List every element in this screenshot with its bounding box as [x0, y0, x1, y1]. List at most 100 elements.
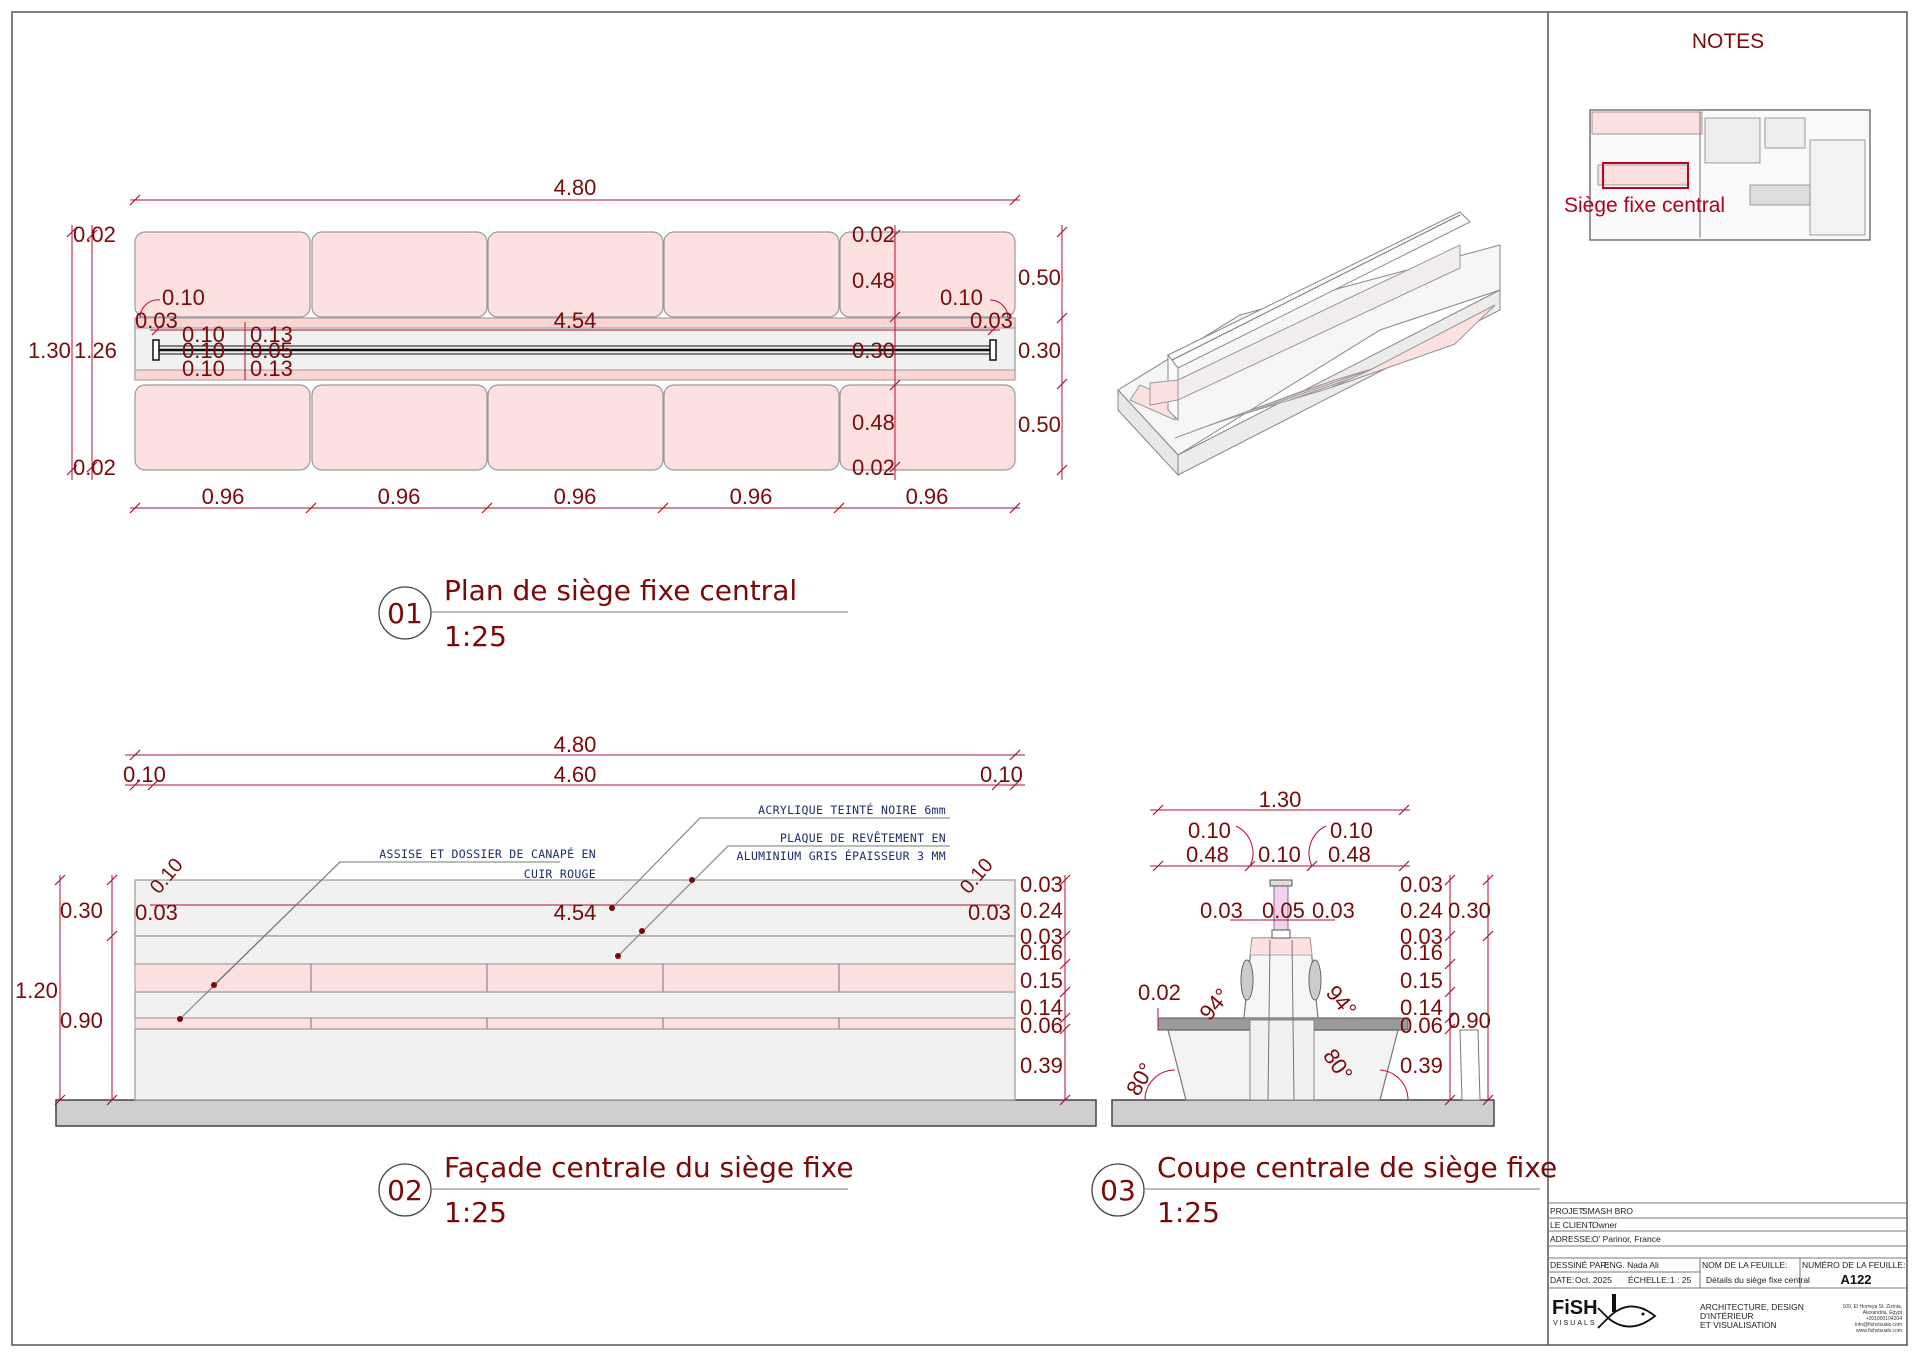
tb-sheet-number-label: NUMÉRO DE LA FEUILLE:	[1802, 1260, 1905, 1270]
section-dim-seat-right: 0.48	[1328, 842, 1371, 867]
tb-drawn-label: DESSINÉ PAR:	[1550, 1260, 1609, 1270]
plan-dim-rail-offset-right: 0.03	[970, 308, 1013, 333]
facade-stack-4: 0.16	[1020, 940, 1063, 965]
view-title-01: 01 Plan de siège fixe central 1:25	[378, 574, 848, 653]
section-stack-3: 0.03	[1400, 924, 1443, 949]
plan-dim-edge-right-bottom: 0.02	[852, 455, 895, 480]
view-title-02: 02 Façade centrale du siège fixe 1:25	[378, 1151, 854, 1229]
plan-dim-stack-e: 0.05	[250, 338, 293, 363]
view-number-02: 02	[387, 1174, 423, 1207]
plan-dim-seat-top: 0.48	[852, 268, 895, 293]
section-stack-2: 0.24	[1400, 898, 1443, 923]
section-dim-seat-left: 0.48	[1186, 842, 1229, 867]
plan-dim-module-5: 0.96	[906, 484, 949, 509]
facade-dim-right-margin: 0.10	[980, 762, 1023, 787]
plan-dim-rail-offset-left: 0.03	[135, 308, 178, 333]
section-dim-upper-height: 0.30	[1448, 898, 1491, 923]
tb-client-label: LE CLIENT:	[1550, 1220, 1594, 1230]
plan-dim-rail-length: 4.54	[554, 308, 597, 333]
tb-address: O' Parinor, France	[1592, 1234, 1661, 1244]
fish-icon	[1597, 1305, 1657, 1329]
section-stack-4: 0.16	[1400, 940, 1443, 965]
section-dim-top-right: 0.10	[1330, 818, 1373, 843]
facade-dim-panel-offset-right: 0.03	[968, 900, 1011, 925]
view-number-03: 03	[1100, 1174, 1136, 1207]
plan-dim-module-1: 0.96	[202, 484, 245, 509]
facade-stack-2: 0.24	[1020, 898, 1063, 923]
plan-cushions-bottom	[134, 384, 1016, 471]
facade-view: 4.80 0.10 4.60 0.10 4.54 0.10 0.10 0.03 …	[15, 732, 1097, 1127]
view-name-03: Coupe centrale de siège fixe	[1157, 1151, 1557, 1184]
plan-dim-module-2: 0.96	[378, 484, 421, 509]
plan-dim-stack-a: 0.10	[182, 322, 225, 347]
facade-stack-7: 0.06	[1020, 1013, 1063, 1038]
section-dim-lower-height: 0.90	[1448, 1008, 1491, 1033]
section-angle-back-right: 94°	[1321, 980, 1362, 1022]
key-plan: Siège fixe central	[1564, 109, 1871, 241]
section-dim-overall-width: 1.30	[1259, 787, 1302, 812]
facade-dim-panel-offset-left: 0.03	[135, 900, 178, 925]
fish-visuals-logo: FiSH VISUALS	[1552, 1294, 1657, 1329]
logo-text: FiSH	[1552, 1297, 1598, 1319]
plan-dim-overall-length: 4.80	[554, 175, 597, 200]
plan-dim-inner-depth: 1.26	[74, 338, 117, 363]
tb-scale: 1 : 25	[1670, 1275, 1692, 1285]
view-scale-03: 1:25	[1157, 1196, 1220, 1229]
plan-dim-seat-bottom: 0.48	[852, 410, 895, 435]
section-stack-5: 0.15	[1400, 968, 1443, 993]
logo-sub: VISUALS	[1553, 1320, 1597, 1327]
tb-date-label: DATE:	[1550, 1275, 1574, 1285]
tb-date: Oct. 2025	[1575, 1275, 1612, 1285]
tb-drawn: ENG. Nada Ali	[1604, 1260, 1659, 1270]
section-ground	[1111, 1099, 1495, 1127]
tb-sheet-name-label: NOM DE LA FEUILLE:	[1702, 1260, 1788, 1270]
facade-dim-left-margin: 0.10	[123, 762, 166, 787]
tb-project: SMASH BRO	[1582, 1206, 1633, 1216]
facade-stack-1: 0.03	[1020, 872, 1063, 897]
plan-dim-module-4: 0.96	[730, 484, 773, 509]
facade-dim-overall-length: 4.80	[554, 732, 597, 757]
section-stack-6: 0.14	[1400, 995, 1443, 1020]
plan-dim-back-right-top: 0.50	[1018, 265, 1061, 290]
section-stack-7: 0.06	[1400, 1013, 1443, 1038]
title-block: PROJET: SMASH BRO LE CLIENT: Owner ADRES…	[1548, 1202, 1907, 1334]
plan-dim-center-right: 0.30	[1018, 338, 1061, 363]
facade-dim-total-height: 1.20	[15, 978, 58, 1003]
annotation-leather-2: CUIR ROUGE	[524, 867, 596, 881]
plan-dim-stack-c: 0.10	[182, 356, 225, 381]
facade-stack-8: 0.39	[1020, 1053, 1063, 1078]
facade-stack-5: 0.15	[1020, 968, 1063, 993]
facade-dim-middle: 4.60	[554, 762, 597, 787]
tb-contact-5: www.fishvisuals.com	[1856, 1328, 1902, 1334]
tb-service-2: D'INTÉRIEUR	[1700, 1311, 1754, 1321]
tb-client: Owner	[1592, 1220, 1617, 1230]
tb-service-1: ARCHITECTURE, DESIGN	[1700, 1302, 1804, 1312]
section-stack-1: 0.03	[1400, 872, 1443, 897]
plan-dim-edge-right-top: 0.02	[852, 222, 895, 247]
tb-sheet-number: A122	[1840, 1272, 1871, 1287]
view-scale-02: 1:25	[444, 1196, 507, 1229]
tb-scale-label: ÉCHELLE:	[1628, 1275, 1669, 1285]
plan-dim-stack-f: 0.13	[250, 356, 293, 381]
facade-stack-3: 0.03	[1020, 924, 1063, 949]
plan-view: 4.80 0.96 0.96 0.96 0.96 0.96 1.30 1.26 …	[28, 175, 1068, 514]
annotation-leather-1: ASSISE ET DOSSIER DE CANAPÉ EN	[379, 846, 596, 861]
plan-dim-rail-end-left: 0.10	[162, 285, 205, 310]
section-dim-glass-right: 0.03	[1312, 898, 1355, 923]
plan-dim-overall-depth: 1.30	[28, 338, 71, 363]
facade-dim-lower-height: 0.90	[60, 1008, 103, 1033]
view-number-01: 01	[387, 597, 423, 630]
plan-dim-edge-top: 0.02	[73, 222, 116, 247]
facade-stack-6: 0.14	[1020, 995, 1063, 1020]
annotation-aluminium-1: PLAQUE DE REVÊTEMENT EN	[780, 830, 946, 845]
tb-contact-3: +201000104204	[1866, 1316, 1903, 1322]
plan-cushions-top	[134, 231, 1016, 318]
plan-dim-module-3: 0.96	[554, 484, 597, 509]
tb-sheet-name: Détails du siège fixe central	[1706, 1275, 1810, 1285]
plan-dim-edge-bottom: 0.02	[73, 455, 116, 480]
view-name-01: Plan de siège fixe central	[444, 574, 797, 607]
section-dim-center: 0.10	[1258, 842, 1301, 867]
section-dim-edge-left: 0.02	[1138, 980, 1181, 1005]
annotation-aluminium-2: ALUMINIUM GRIS ÉPAISSEUR 3 MM	[737, 848, 946, 863]
